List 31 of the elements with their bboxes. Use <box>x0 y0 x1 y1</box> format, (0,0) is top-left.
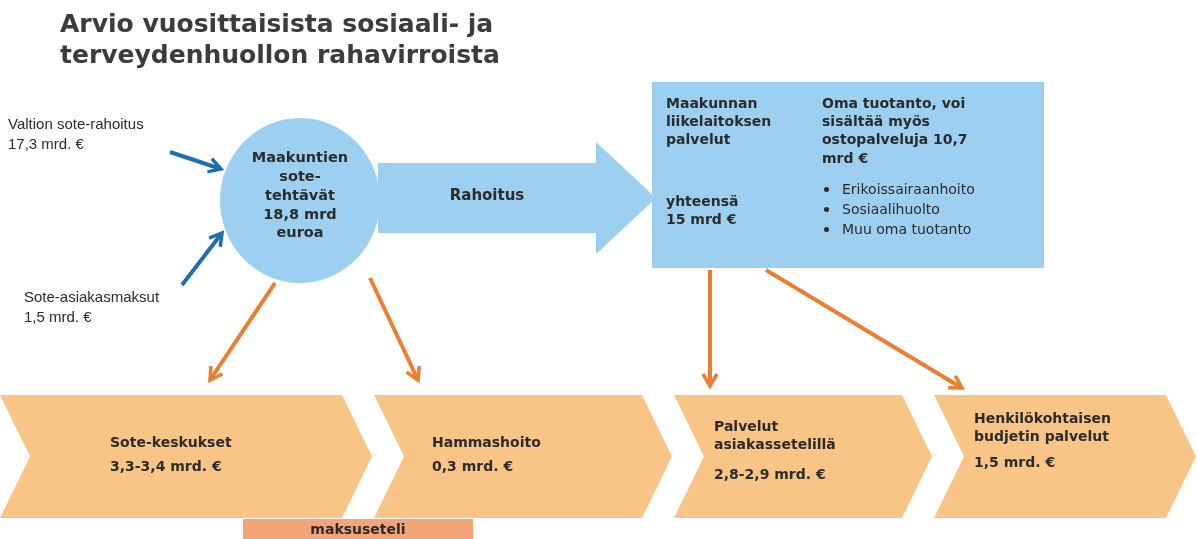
title: Arvio vuosittaisista sosiaali- ja terveydenhuollon rahavirroista <box>60 8 501 71</box>
arrow <box>180 231 224 287</box>
amount-label: Valtion sote-rahoitus 17,3 mrd. € <box>8 114 145 153</box>
step-label: Henkilökohtaisen budjetin palvelut <box>974 409 1112 446</box>
arrow <box>764 268 964 390</box>
tag-label: maksuseteli <box>309 520 407 538</box>
heading: Maakunnan liikelaitoksen palvelut <box>666 94 773 149</box>
tag-box <box>243 519 473 539</box>
list-item: Muu oma tuotanto <box>842 220 973 239</box>
list-item: Sosiaalihuolto <box>842 200 941 219</box>
service-box <box>652 82 1044 268</box>
amount-label: 1,5 mrd. € <box>974 453 1057 472</box>
arrow <box>701 270 719 388</box>
amount-label: 2,8-2,9 mrd. € <box>714 465 827 484</box>
arrow <box>368 277 421 382</box>
chevron-step <box>0 395 372 518</box>
chevron-step <box>674 395 932 518</box>
arrow <box>169 150 223 174</box>
node-label: Maakuntien sote-tehtävät 18,8 mrd euroa <box>250 148 350 243</box>
amount-label: 3,3-3,4 mrd. € <box>110 457 223 476</box>
step-label: Palvelut asiakassetelillä <box>714 417 837 454</box>
amount-label: Sote-asiakasmaksut 1,5 mrd. € <box>24 287 161 326</box>
step-label: Hammashoito <box>432 433 542 452</box>
amount-label: 0,3 mrd. € <box>432 457 515 476</box>
chevron-step <box>374 395 672 518</box>
step-label: Sote-keskukset <box>110 433 233 452</box>
chevron-step <box>934 395 1196 518</box>
arrow <box>208 281 277 382</box>
list-item: Erikoissairaanhoito <box>842 180 976 199</box>
node-label: yhteensä 15 mrd € <box>666 192 740 229</box>
node-label: Oma tuotanto, voi sisältää myös ostopalveluja 10,7 mrd € <box>822 94 969 167</box>
